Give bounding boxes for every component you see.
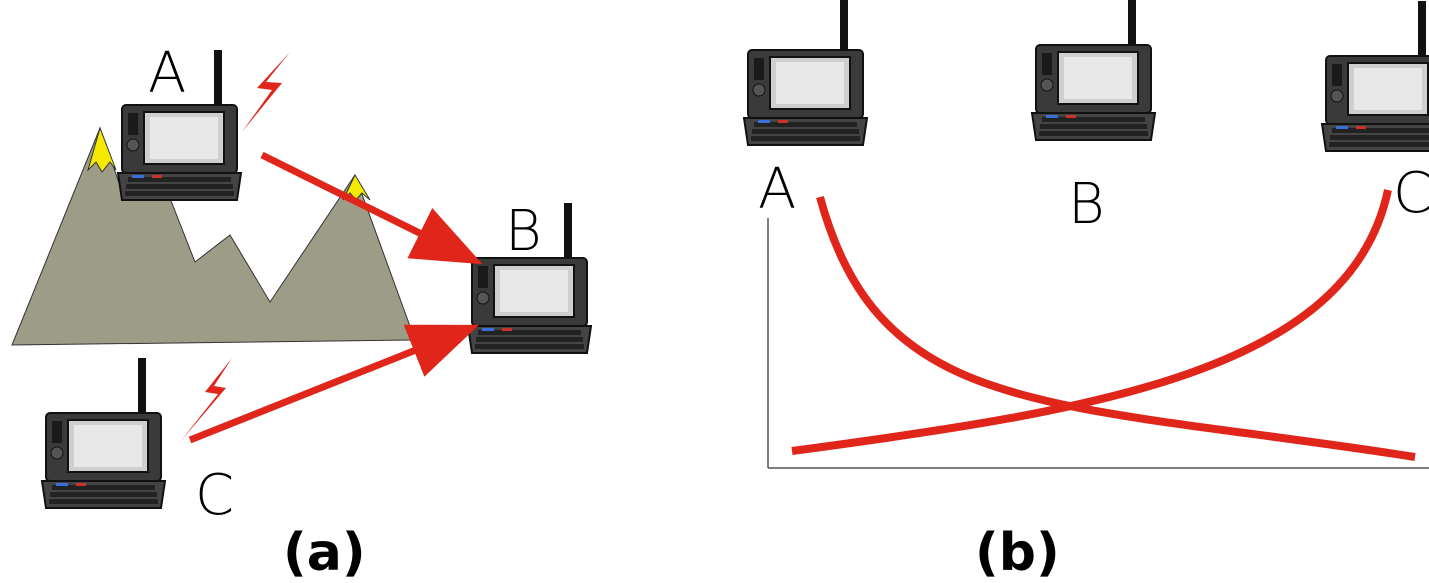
- laptop-b-icon: [1031, 0, 1156, 141]
- signal-curve-from-a: [816, 195, 1416, 461]
- arrow-a-to-b: [260, 151, 483, 265]
- panel-b: A B C (b): [743, 0, 1429, 583]
- arrow-c-to-b: [188, 324, 480, 444]
- lightning-icon-a: [242, 52, 290, 132]
- node-label-b: B: [1068, 172, 1105, 237]
- panel-a: A B C (a): [11, 41, 592, 583]
- panel-a-caption: (a): [283, 523, 366, 583]
- node-label-b: B: [505, 199, 542, 264]
- node-label-c: C: [1393, 161, 1429, 226]
- node-label-c: C: [195, 463, 234, 528]
- snow-cap-left: [86, 126, 117, 173]
- node-label-a: A: [148, 41, 186, 106]
- laptop-c-icon: [41, 357, 166, 509]
- laptop-c-icon: [1321, 0, 1429, 152]
- node-label-a: A: [758, 157, 796, 222]
- laptop-a-icon: [743, 0, 868, 146]
- panel-b-caption: (b): [975, 523, 1060, 583]
- signal-curve-from-c: [791, 189, 1392, 455]
